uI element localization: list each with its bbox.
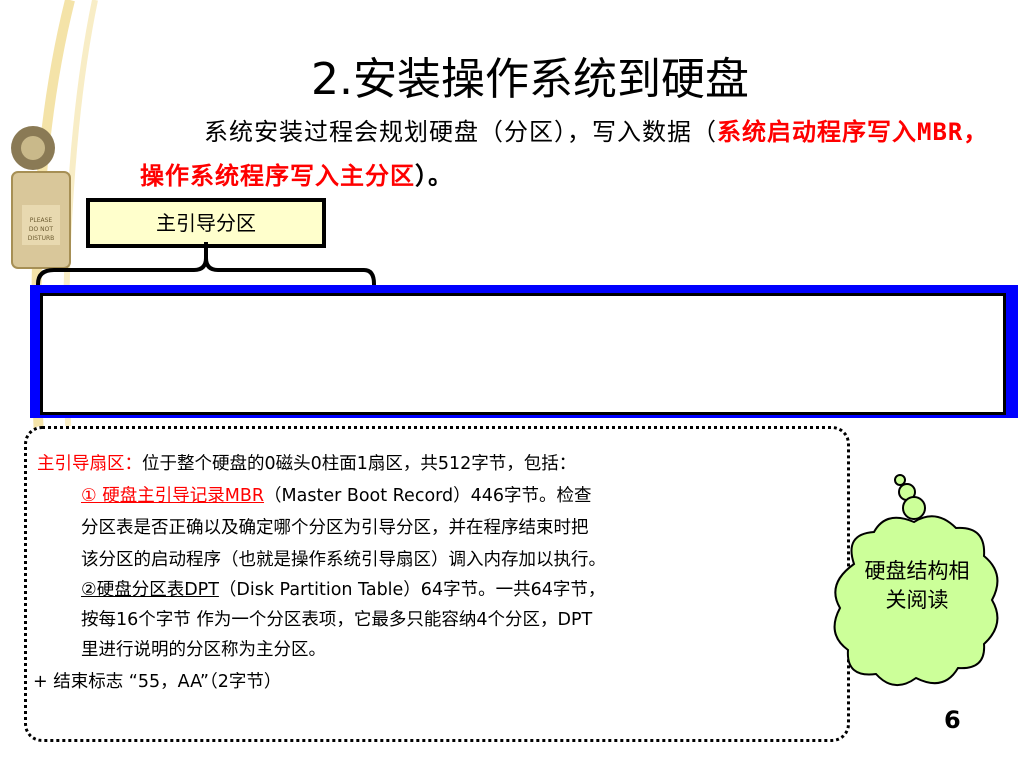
svg-text:PLEASE: PLEASE: [30, 217, 53, 224]
intro-text: 系统安装过程会规划硬盘（分区），写入数据（系统启动程序写入MBR，操作系统程序写…: [140, 110, 1000, 198]
note-term-mbr: ① 硬盘主引导记录MBR: [81, 486, 265, 506]
note-term-mbr-sector: 主引导扇区：: [37, 454, 142, 474]
note-term-dpt: ②硬盘分区表DPT: [81, 580, 219, 600]
intro-highlight: 系统启动程序写入MBR，操作系统程序写入主分区: [140, 118, 989, 190]
note-line-7: 里进行说明的分区称为主分区。: [81, 640, 326, 660]
note-line-4: 该分区的启动程序（也就是操作系统引导扇区）调入内存加以执行。: [81, 550, 606, 570]
mbr-notes-box: 主引导扇区：位于整个硬盘的0磁头0柱面1扇区，共512字节，包括： ① 硬盘主引…: [24, 426, 850, 742]
note-line-6: 按每16个字节 作为一个分区表项，它最多只能容纳4个分区，DPT: [81, 610, 593, 630]
slide-title: 2.安装操作系统到硬盘: [311, 54, 749, 105]
note-line-1: 主引导扇区：位于整个硬盘的0磁头0柱面1扇区，共512字节，包括：: [37, 454, 577, 474]
related-reading-link[interactable]: 硬盘结构相关阅读: [864, 559, 970, 612]
intro-prefix: 系统安装过程会规划硬盘（分区），写入数据（: [204, 118, 717, 146]
mbr-brace: [36, 242, 376, 296]
svg-text:DO NOT: DO NOT: [29, 226, 53, 233]
intro-suffix: ）。: [415, 162, 453, 190]
disk-bar: [26, 285, 1022, 418]
note-line-3: 分区表是否正确以及确定哪个分区为引导分区，并在程序结束时把: [81, 518, 589, 538]
mbr-segment: [43, 296, 343, 412]
note-line-5: ②硬盘分区表DPT（Disk Partition Table）64字节。一共64…: [81, 580, 606, 600]
note-line-2: ① 硬盘主引导记录MBR（Master Boot Record）446字节。检查: [81, 486, 592, 506]
note-line-8: + 结束标志 “55，AA”（2字节）: [33, 672, 282, 692]
svg-text:DISTURB: DISTURB: [28, 235, 55, 242]
thought-cloud[interactable]: [824, 474, 1014, 704]
disk-area: [40, 293, 1006, 415]
mbr-partition-label: 主引导分区: [86, 198, 326, 248]
page-number: 6: [944, 706, 961, 734]
